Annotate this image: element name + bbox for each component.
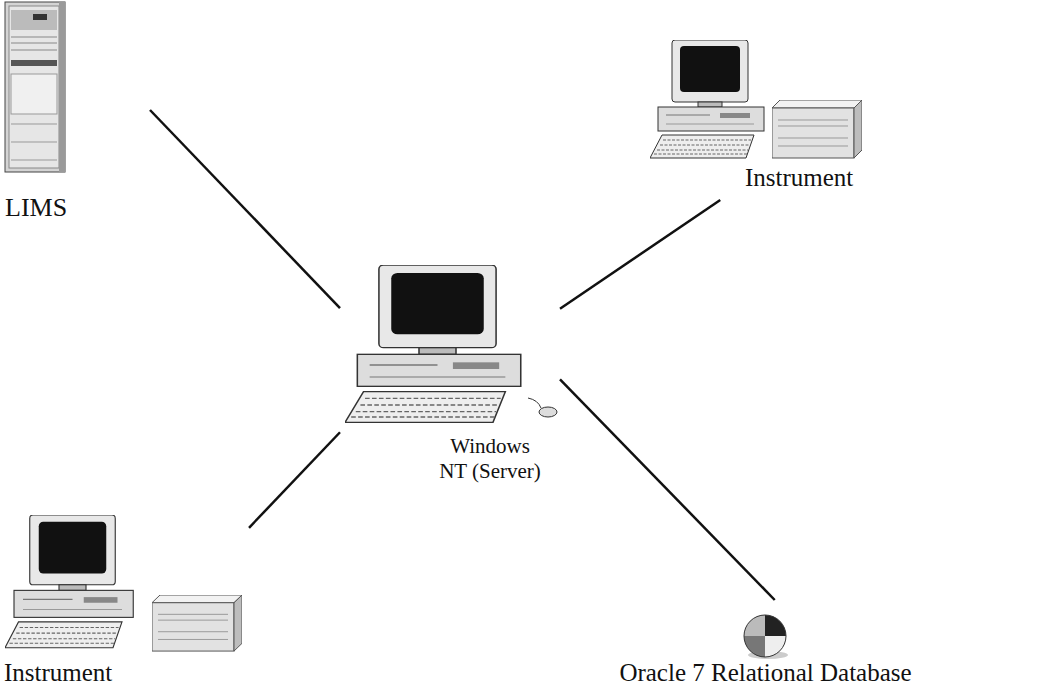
database-icon: [744, 615, 788, 659]
labeled-icon-node: Instrument: [4, 505, 249, 693]
node-label: Instrument: [745, 163, 853, 193]
instrument-box-icon: [152, 595, 242, 651]
instrument-box-icon: [772, 100, 862, 158]
network-link: [560, 379, 775, 600]
server-tower-icon: [5, 2, 65, 172]
network-link: [249, 432, 340, 528]
network-link: [560, 200, 720, 309]
node-label: Instrument: [4, 658, 112, 688]
labeled-icon-node: Instrument: [640, 35, 875, 200]
labeled-icon-node: Windows NT (Server): [340, 258, 560, 498]
node-label: Windows NT (Server): [435, 434, 545, 484]
node-label: Oracle 7 Relational Database: [619, 658, 911, 688]
computer-icon: [5, 515, 133, 648]
node-label: LIMS: [5, 192, 67, 223]
labeled-icon-node: Oracle 7 Relational Database: [615, 600, 916, 693]
labeled-icon-node: LIMS: [5, 0, 150, 230]
network-link: [150, 110, 340, 308]
mouse-icon: [528, 398, 557, 417]
computer-icon: [345, 265, 521, 422]
computer-icon: [650, 40, 764, 158]
